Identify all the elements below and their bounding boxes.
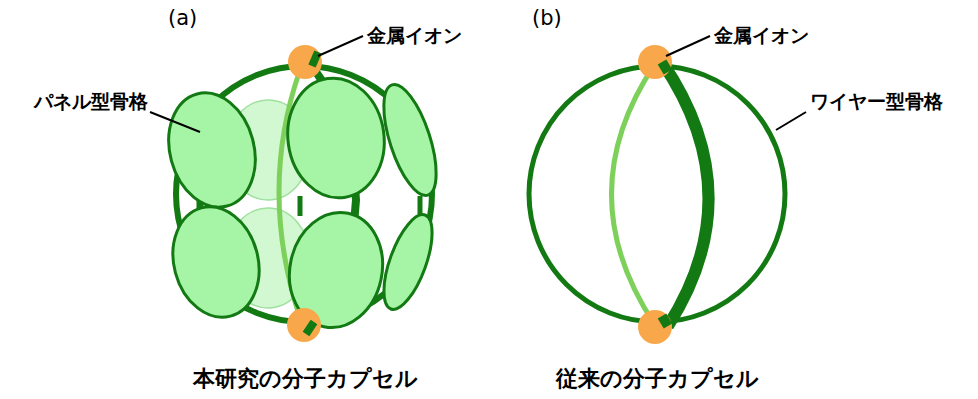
part-label: 金属イオン xyxy=(367,24,462,47)
metal-ion xyxy=(638,45,672,79)
back-wire xyxy=(612,64,656,325)
part-label: ワイヤー型骨格 xyxy=(810,90,943,113)
front-wire xyxy=(662,62,709,326)
panel-letter: (b) xyxy=(532,6,562,31)
front-wire xyxy=(662,62,668,72)
panel xyxy=(280,72,392,204)
leader-line xyxy=(150,112,200,132)
panel xyxy=(374,209,442,315)
leader-line xyxy=(776,112,806,130)
panel-letter: (a) xyxy=(168,6,197,31)
part-label: 金属イオン xyxy=(714,24,809,47)
panel xyxy=(161,197,271,327)
front-wire xyxy=(662,316,668,326)
strut xyxy=(298,196,303,216)
strut xyxy=(312,52,318,66)
leader-line xyxy=(318,36,363,56)
outer-wire xyxy=(529,66,785,322)
wire-capsule xyxy=(529,36,806,344)
strut xyxy=(306,322,314,334)
part-label: パネル型骨格 xyxy=(34,90,148,113)
panel xyxy=(373,79,447,202)
leader-line xyxy=(666,36,710,56)
metal-ion xyxy=(638,310,672,344)
panel-capsule xyxy=(150,36,447,342)
panel xyxy=(156,83,267,217)
panel-caption: 本研究の分子カプセル xyxy=(193,366,418,392)
panel-caption: 従来の分子カプセル xyxy=(556,366,759,392)
metal-ion xyxy=(287,308,321,342)
metal-ion xyxy=(288,45,322,79)
strut xyxy=(418,196,423,216)
